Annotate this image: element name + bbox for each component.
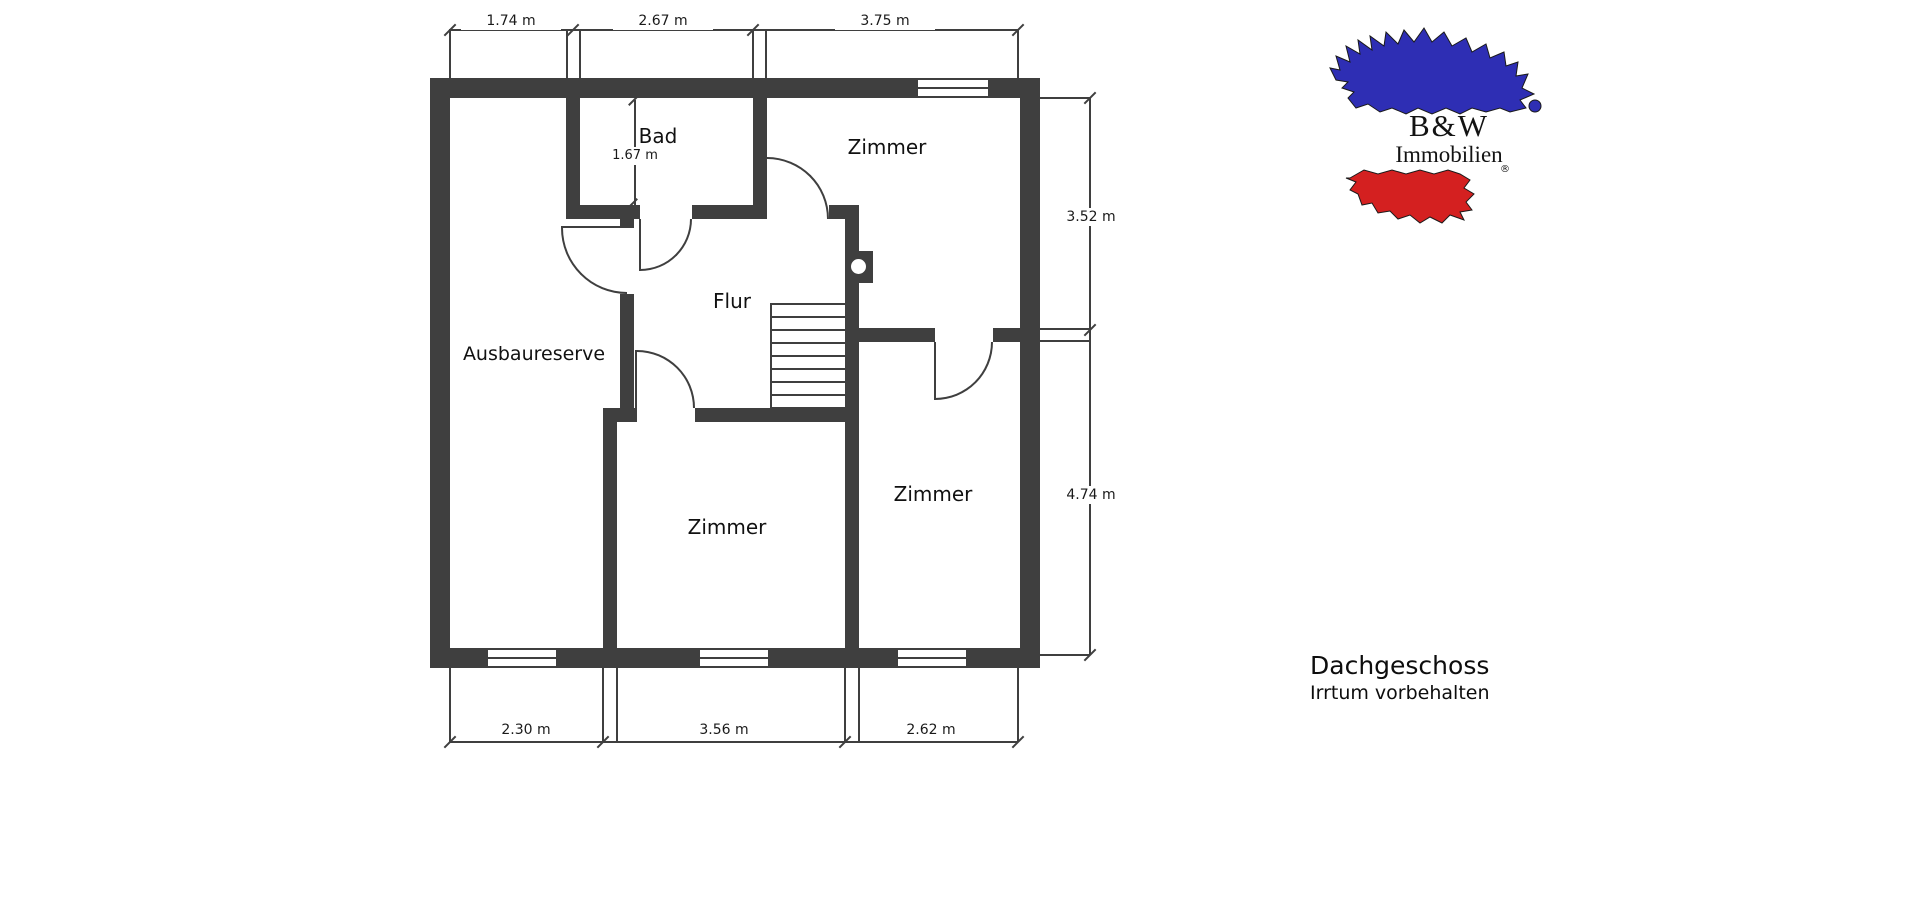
- window-top: [918, 78, 988, 98]
- dimension-line-bottom: [450, 741, 1018, 743]
- extension-line: [1017, 29, 1019, 78]
- extension-line: [616, 668, 618, 742]
- wall-ausbau-flur: [620, 294, 634, 408]
- registered-trademark-icon: ®: [1500, 164, 1510, 175]
- schleswig-holstein-map-icon: [1329, 27, 1542, 224]
- outer-wall-right: [1020, 78, 1040, 668]
- extension-line: [449, 668, 451, 742]
- wall-bad-right: [753, 98, 767, 205]
- logo: [1322, 22, 1550, 227]
- chimney-flue-icon: [851, 259, 866, 274]
- door-leaf-zimmer-right: [934, 342, 936, 400]
- window-bottom-2: [700, 648, 768, 668]
- dimension-line-top: [450, 29, 1018, 31]
- map-island-blue: [1528, 99, 1542, 113]
- room-label-zimmer-top: Zimmer: [847, 135, 927, 159]
- extension-line: [752, 29, 754, 78]
- extension-line: [449, 29, 451, 78]
- door-leaf-zimmer-top: [765, 157, 767, 219]
- extension-line: [1020, 328, 1090, 330]
- dimension-label-top-3: 3.75 m: [835, 12, 935, 30]
- extension-line: [1040, 654, 1090, 656]
- room-label-zimmer-right: Zimmer: [893, 482, 973, 506]
- extension-line: [765, 29, 767, 78]
- door-arc-bad: [640, 219, 692, 271]
- dimension-label-right-1: 3.52 m: [1046, 208, 1136, 226]
- extension-line: [858, 668, 860, 742]
- dimension-label-bad: 1.67 m: [593, 147, 677, 165]
- door-arc-zimmer-top: [767, 157, 829, 219]
- door-leaf-ausbaureserve: [561, 226, 627, 228]
- wall-flur-bottom-right: [695, 408, 859, 422]
- door-arc-zimmer-bottom: [637, 350, 695, 408]
- dimension-label-bottom-3: 2.62 m: [881, 721, 981, 739]
- outer-wall-top: [430, 78, 1040, 98]
- door-leaf-zimmer-bottom: [635, 350, 637, 408]
- wall-bad-bottom-right: [692, 205, 767, 219]
- window-bottom-3: [898, 648, 966, 668]
- extension-line: [1017, 668, 1019, 742]
- extension-line: [579, 29, 581, 78]
- room-label-ausbaureserve: Ausbaureserve: [462, 343, 606, 365]
- dimension-label-top-2: 2.67 m: [613, 12, 713, 30]
- door-arc-zimmer-right: [935, 342, 993, 400]
- room-label-flur: Flur: [713, 289, 751, 313]
- room-label-bad: Bad: [638, 124, 678, 148]
- room-label-zimmer-bottom: Zimmer: [687, 515, 767, 539]
- staircase: [770, 303, 845, 408]
- wall-right-sep-left: [845, 328, 935, 342]
- extension-line: [844, 668, 846, 742]
- wall-bad-bottom-left: [566, 205, 640, 219]
- outer-wall-left: [430, 78, 450, 668]
- logo-name-line2: Immobilien: [1395, 142, 1503, 167]
- map-south-red: [1345, 169, 1475, 224]
- wall-bad-left: [566, 98, 580, 219]
- wall-flur-right: [845, 205, 859, 648]
- extension-line: [1040, 97, 1090, 99]
- dimension-line-right: [1089, 98, 1091, 655]
- logo-name-line1: B&W: [1408, 108, 1490, 143]
- dimension-label-bottom-2: 3.56 m: [674, 721, 774, 739]
- floor-title: Dachgeschoss: [1310, 651, 1490, 680]
- dimension-label-top-1: 1.74 m: [461, 12, 561, 30]
- dimension-label-bottom-1: 2.30 m: [476, 721, 576, 739]
- wall-ausbau-zimmer: [603, 408, 617, 648]
- disclaimer-text: Irrtum vorbehalten: [1310, 682, 1490, 704]
- door-arc-ausbaureserve: [561, 228, 627, 294]
- window-bottom-1: [488, 648, 556, 668]
- wall-ausbau-stub: [620, 219, 634, 228]
- dimension-label-right-2: 4.74 m: [1046, 486, 1136, 504]
- extension-line: [602, 668, 604, 742]
- map-north-blue: [1329, 27, 1536, 115]
- extension-line: [566, 29, 568, 78]
- extension-line: [1020, 340, 1090, 342]
- door-leaf-bad: [639, 219, 641, 271]
- wall-right-sep-right: [993, 328, 1020, 342]
